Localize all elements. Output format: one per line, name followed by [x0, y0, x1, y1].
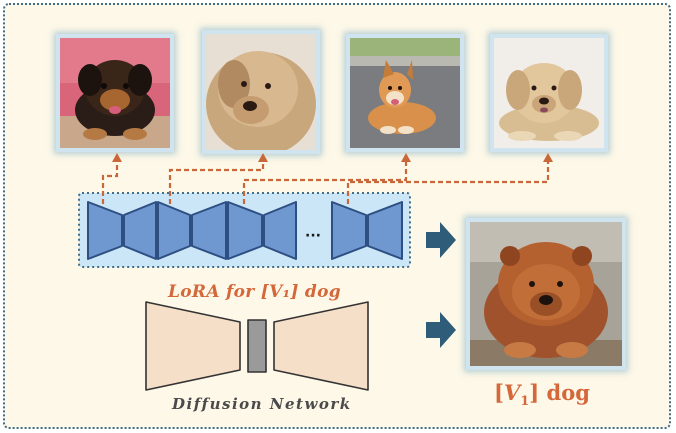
output-open-bracket: [ [494, 380, 504, 405]
output-label: [V1] dog [494, 380, 624, 409]
connector-photo-1 [101, 160, 119, 204]
output-subscript: 1 [520, 394, 530, 410]
connector-photo-4 [346, 160, 550, 204]
arrowhead-1 [112, 153, 122, 162]
diffusion-decoder [273, 301, 369, 391]
block-arrows [426, 222, 456, 348]
diffusion-network-label: Diffusion Network [172, 395, 352, 413]
arrowhead-2 [258, 153, 268, 162]
output-noun: dog [546, 380, 590, 405]
block-arrow-diffusion [426, 312, 456, 348]
arrowhead-3 [401, 153, 411, 162]
sample-photo-2 [202, 30, 320, 154]
lora-block-2 [123, 201, 157, 260]
sample-photo-1 [56, 34, 174, 152]
dog-photo-cream-fluffy-icon [206, 34, 316, 150]
lora-blocks [87, 201, 403, 260]
arrowheads [112, 153, 553, 162]
lora-block-5 [227, 201, 263, 260]
lora-block-8 [367, 201, 403, 260]
dashed-connectors [101, 160, 550, 204]
lora-block-1 [87, 201, 123, 260]
dog-photo-black-brown-icon [60, 38, 170, 148]
dog-photo-cream-lying-icon [494, 38, 604, 148]
lora-ellipsis: ··· [305, 228, 321, 244]
dog-photo-chow-chow-icon [470, 222, 622, 366]
output-close-bracket: ] [529, 380, 540, 405]
diffusion-encoder [145, 301, 241, 391]
sample-photo-4 [490, 34, 608, 152]
output-photo [466, 218, 626, 370]
diffusion-bottleneck [247, 319, 267, 373]
lora-block-7 [331, 201, 367, 260]
connector-photo-3 [242, 160, 408, 204]
diffusion-network [145, 301, 369, 391]
block-arrow-lora [426, 222, 456, 258]
dog-photo-shiba-outdoor-icon [350, 38, 460, 148]
arrowhead-4 [543, 153, 553, 162]
lora-label: LoRA for [V₁] dog [168, 282, 341, 302]
lora-block-6 [263, 201, 297, 260]
lora-block-4 [191, 201, 227, 260]
output-token: V [503, 380, 521, 405]
lora-block-3 [157, 201, 191, 260]
sample-photo-3 [346, 34, 464, 152]
connector-photo-2 [168, 160, 265, 204]
